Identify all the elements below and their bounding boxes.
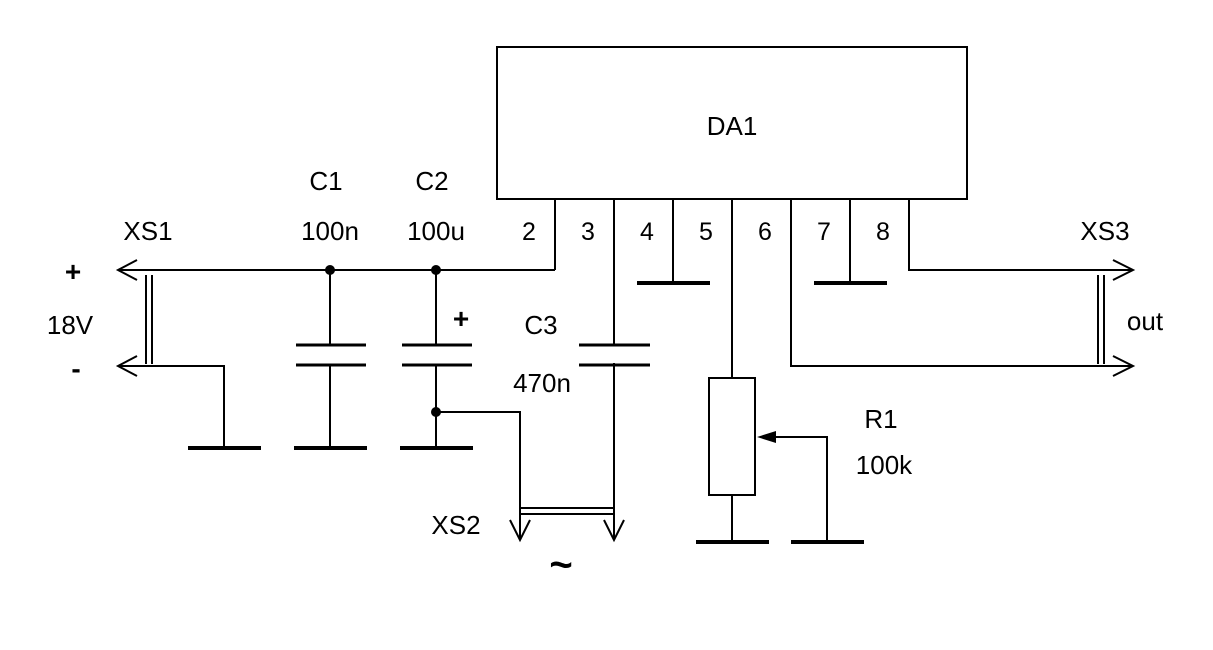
capacitor-c3 [579,343,650,367]
pin-label-7: 7 [817,218,831,246]
r1-wiper-arrow [757,431,828,542]
potentiometer-r1 [708,377,756,496]
ic-da1-label: DA1 [707,111,758,141]
pin-label-5: 5 [699,218,713,246]
c3-value: 470n [513,368,571,398]
c1-name: C1 [309,166,342,196]
pin-label-6: 6 [758,218,772,246]
wire-minus-rail [118,365,225,448]
pin-label-2: 2 [522,218,536,246]
connector-xs1 [115,259,153,377]
xs1-voltage: 18V [47,310,94,340]
capacitor-c2 [402,270,472,448]
r1-name: R1 [864,404,897,434]
xs3-label: XS3 [1080,216,1129,246]
c1-value: 100n [301,216,359,246]
capacitor-c1 [296,270,366,448]
xs2-label: XS2 [431,510,480,540]
wire-pin7 [790,199,1133,367]
r1-value: 100k [856,450,913,480]
connector-xs2 [509,507,625,543]
xs1-plus-sign: + [65,256,81,287]
xs3-out-label: out [1127,306,1164,336]
wire-xs2-ground [436,411,521,540]
pin-label-3: 3 [581,218,595,246]
c3-name: C3 [524,310,557,340]
xs2-ac-symbol: ~ [549,543,572,587]
connector-xs3 [1097,259,1136,377]
pin-label-4: 4 [640,218,654,246]
wire-pin8 [908,199,1133,271]
c2-polarity: + [453,303,469,334]
xs1-label: XS1 [123,216,172,246]
c2-value: 100u [407,216,465,246]
xs1-minus-sign: - [71,353,80,384]
pin-label-8: 8 [876,218,890,246]
c2-name: C2 [415,166,448,196]
